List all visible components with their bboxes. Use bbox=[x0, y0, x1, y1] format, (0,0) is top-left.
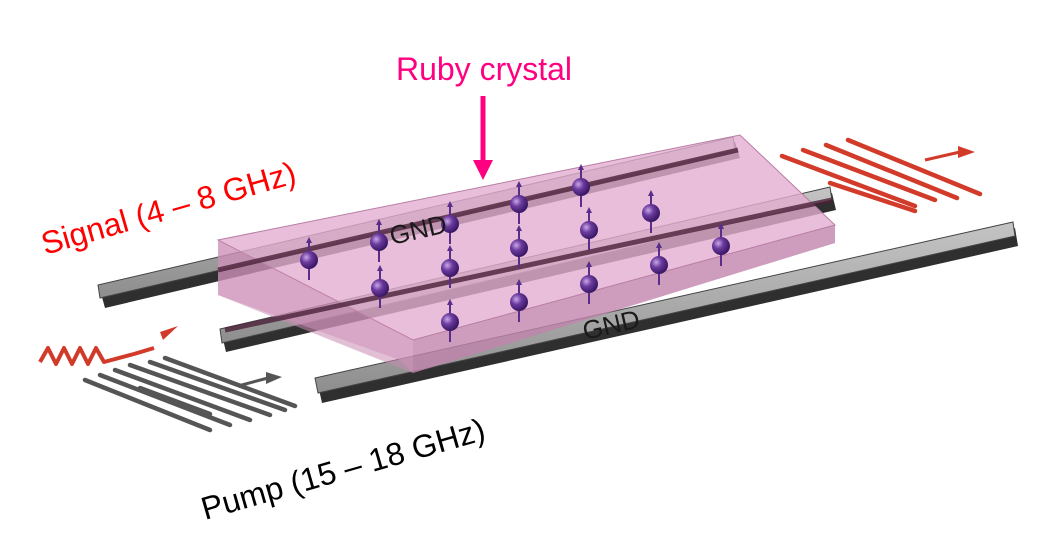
wavefront-line bbox=[97, 372, 233, 428]
spin-sphere-icon bbox=[712, 223, 730, 266]
pump-label: Pump (15 – 18 GHz) bbox=[197, 411, 489, 526]
spin-sphere-icon bbox=[580, 261, 598, 304]
wavefront-line bbox=[845, 137, 983, 197]
wavefront-arrow-icon bbox=[237, 372, 282, 388]
wavefront-line bbox=[82, 377, 213, 433]
spin-sphere-icon bbox=[441, 201, 459, 244]
spin-sphere-icon bbox=[370, 219, 388, 262]
wavefront-line bbox=[112, 367, 253, 423]
wavefront-line bbox=[823, 142, 960, 201]
wavefront-line bbox=[137, 385, 213, 417]
spin-sphere-icon bbox=[572, 164, 590, 207]
wavefront-arrow-icon bbox=[924, 146, 975, 162]
spin-sphere-icon bbox=[510, 181, 528, 224]
spin-sphere-icon bbox=[510, 225, 528, 268]
spin-sphere-icon bbox=[441, 299, 459, 342]
spin-sphere-icon bbox=[650, 242, 668, 285]
arrow-down-icon bbox=[473, 96, 493, 180]
spin-array bbox=[300, 164, 730, 342]
wavefront-line bbox=[827, 180, 918, 214]
wavefront-line bbox=[147, 359, 288, 413]
wavefront-line bbox=[800, 147, 938, 203]
sine-wave-arrow-icon bbox=[38, 326, 178, 366]
wavefront-line bbox=[779, 153, 918, 209]
spin-sphere-icon bbox=[371, 265, 389, 308]
spin-sphere-icon bbox=[642, 190, 660, 233]
spin-sphere-icon bbox=[300, 237, 318, 280]
strip-gnd-front bbox=[314, 221, 1018, 403]
spin-sphere-icon bbox=[580, 207, 598, 250]
wavefront-line bbox=[162, 355, 298, 409]
pump-input-wavefronts bbox=[82, 355, 298, 433]
crystal-label: Ruby crystal bbox=[396, 51, 572, 87]
spin-sphere-icon bbox=[510, 279, 528, 322]
signal-output-wavefronts bbox=[779, 137, 983, 214]
wavefront-line bbox=[127, 362, 273, 418]
spin-sphere-icon bbox=[441, 245, 459, 288]
